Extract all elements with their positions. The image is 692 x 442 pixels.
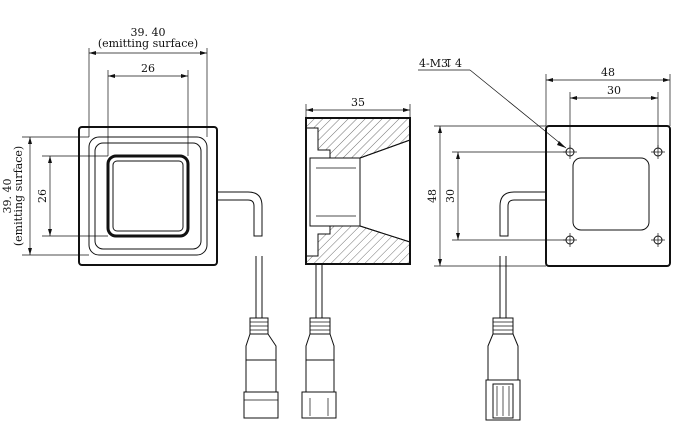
- section-depth-label: 35: [351, 96, 365, 109]
- back-connector: [485, 317, 521, 421]
- back-cable-exit: [499, 191, 546, 237]
- emitting-window: [106, 154, 190, 238]
- front-connector: [243, 317, 279, 419]
- section-view: 35: [301, 96, 411, 419]
- front-width-sub: (emitting surface): [98, 37, 198, 50]
- front-inner-width-label: 26: [141, 62, 155, 75]
- mounting-hole-br: [651, 233, 665, 247]
- hole-callout-label: 4-M3: [419, 57, 448, 70]
- front-housing-outline: [78, 126, 218, 266]
- front-height-label: 39. 40: [1, 179, 14, 214]
- hole-depth-label: 4: [455, 57, 462, 70]
- section-connector: [301, 317, 337, 419]
- front-view: 39. 40 (emitting surface) 26 39. 40 (emi…: [1, 26, 279, 419]
- back-height-label: 48: [426, 189, 439, 203]
- back-housing-outline: [545, 125, 671, 267]
- front-width-label: 39. 40: [131, 26, 166, 39]
- front-height-sub: (emitting surface): [12, 146, 25, 246]
- hole-depth-symbol: ↧: [444, 57, 453, 70]
- back-center-window: [572, 157, 650, 231]
- back-hole-pitch-y-label: 30: [444, 189, 457, 203]
- back-view: 4-M3 ↧ 4 48 30 48 30: [418, 57, 671, 421]
- back-width-label: 48: [601, 66, 615, 79]
- front-cable-exit: [217, 191, 263, 237]
- emitting-surface-outline: [88, 136, 208, 256]
- front-inner-height-label: 26: [36, 189, 49, 203]
- back-hole-pitch-x-label: 30: [607, 84, 621, 97]
